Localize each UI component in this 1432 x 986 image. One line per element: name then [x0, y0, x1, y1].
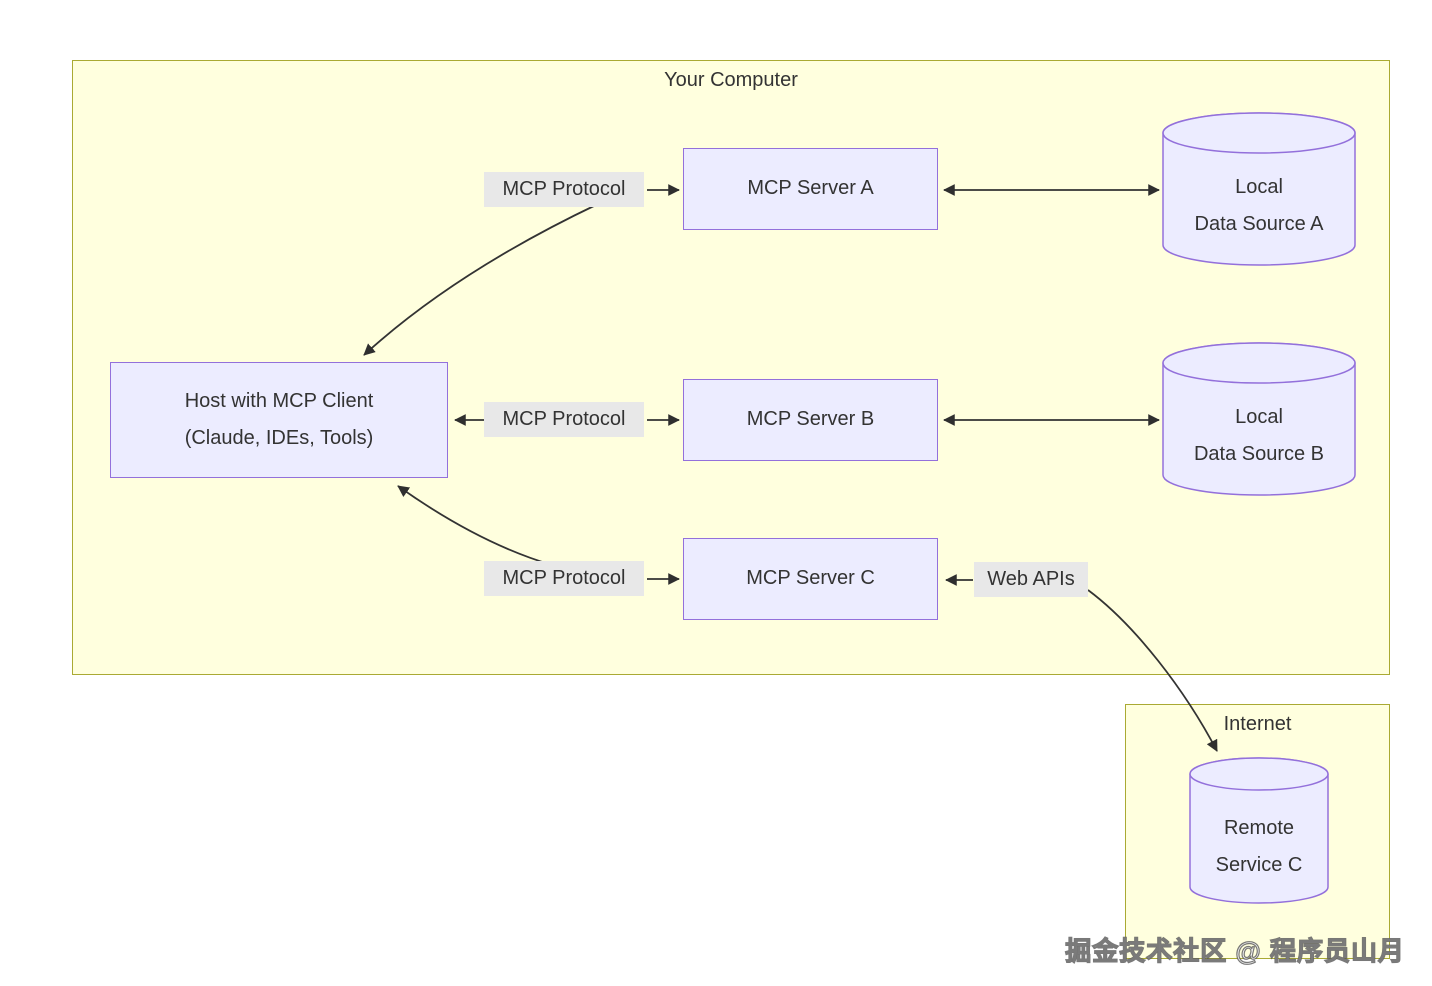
data-source-b-cylinder [1162, 342, 1356, 496]
edge-label-mcp-protocol-b: MCP Protocol [484, 402, 644, 437]
edge-web-apis-to-remote-service-c [1087, 589, 1218, 752]
remote-service-c-cylinder [1189, 757, 1329, 904]
your-computer-title: Your Computer [664, 69, 798, 91]
server-c-node: MCP Server C [683, 538, 938, 620]
data-source-b-line1: Local [1235, 406, 1283, 428]
watermark-text: 掘金技术社区 @ 程序员山月 [1065, 935, 1405, 966]
server-b-node: MCP Server B [683, 379, 938, 461]
data-source-a-cylinder [1162, 112, 1356, 266]
internet-container: Internet [1125, 704, 1390, 959]
data-source-b-label: Local Data Source B [1163, 399, 1355, 473]
internet-title: Internet [1223, 713, 1292, 735]
edge-label-web-apis: Web APIs [974, 562, 1088, 597]
data-source-a-label: Local Data Source A [1163, 169, 1355, 243]
host-label-line1: Host with MCP Client [184, 390, 374, 412]
edge-protocol-c-to-host [397, 485, 553, 566]
data-source-a-line1: Local [1235, 176, 1283, 198]
host-label-line2: (Claude, IDEs, Tools) [184, 427, 374, 449]
data-source-b-line2: Data Source B [1193, 443, 1325, 465]
server-a-node: MCP Server A [683, 148, 938, 230]
remote-service-c-line2: Service C [1215, 854, 1303, 876]
remote-service-c-label: Remote Service C [1190, 810, 1328, 884]
edge-server-a-to-host [363, 203, 599, 356]
remote-service-c-line1: Remote [1223, 817, 1295, 839]
data-source-a-line2: Data Source A [1194, 213, 1324, 235]
edge-label-mcp-protocol-c: MCP Protocol [484, 561, 644, 596]
edge-label-mcp-protocol-a: MCP Protocol [484, 172, 644, 207]
host-node: Host with MCP Client (Claude, IDEs, Tool… [110, 362, 448, 478]
